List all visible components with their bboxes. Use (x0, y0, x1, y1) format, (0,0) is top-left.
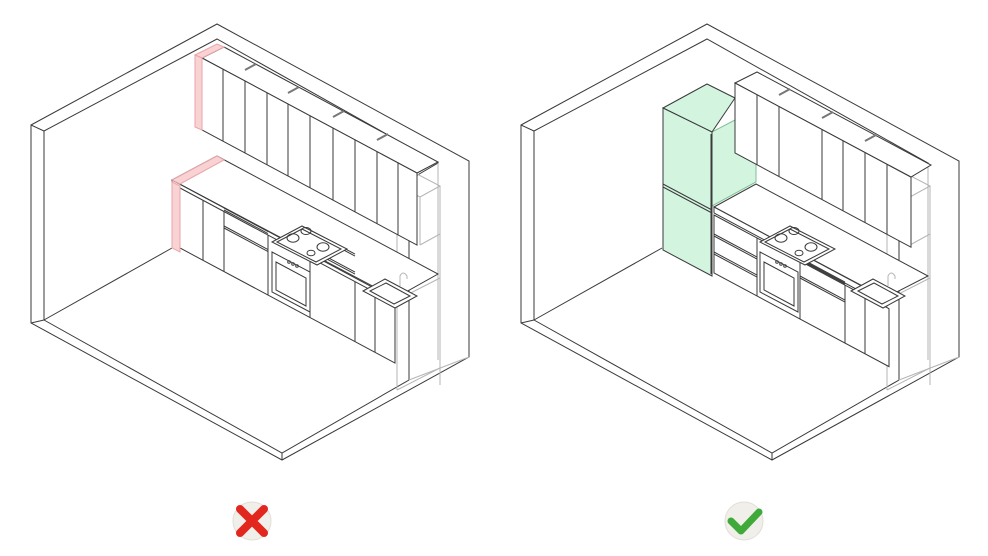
wasted-gap-highlight-upper (195, 55, 202, 130)
oven-knob-icon (291, 262, 295, 266)
burner-icon (805, 243, 817, 251)
wasted-gap-highlight-counter (172, 156, 224, 184)
side-column-edge (420, 234, 440, 245)
burner-icon (301, 228, 311, 235)
burner-icon (775, 234, 787, 242)
wall-top-left (31, 125, 44, 131)
burner-icon (789, 228, 799, 235)
side-column-edge (887, 368, 930, 390)
cabinet-top-joint (822, 112, 833, 118)
drawer-handle (714, 236, 757, 259)
cabinet-top-joint (377, 134, 388, 140)
side-column-edge (397, 368, 440, 390)
sink (851, 279, 905, 308)
oven-knob-icon (783, 264, 787, 268)
red-cross-icon (232, 501, 272, 541)
oven-knob-icon (287, 260, 291, 264)
drawer-handle (714, 254, 757, 277)
refrigerator (663, 108, 712, 276)
floor-back-edge (44, 248, 172, 320)
cabinet-top-joint (865, 135, 876, 141)
faucet-icon (400, 273, 407, 286)
oven-door (764, 262, 794, 306)
correct-kitchen-layout (521, 24, 959, 460)
oven (760, 252, 798, 312)
faucet-icon (888, 273, 895, 286)
cabinet-top-joint (288, 87, 299, 93)
burner-icon (307, 250, 315, 256)
wasted-gap-highlight-base (172, 182, 180, 252)
fridge-door-split (663, 187, 712, 213)
cabinet-top-joint (779, 89, 790, 95)
burner-icon (795, 250, 803, 256)
drawer-handle (224, 210, 268, 234)
drawer-handle (800, 278, 845, 302)
burner-icon (317, 243, 329, 251)
fridge-door-split (663, 184, 712, 210)
oven-door (276, 262, 306, 306)
drawer-handle (714, 234, 757, 257)
drawer-handle (800, 276, 845, 300)
cabinet-top-joint (245, 64, 256, 70)
wall-top-left (521, 125, 534, 131)
wall-bottom-left (521, 320, 534, 323)
cabinet-top-joint (333, 111, 344, 117)
side-column-edge (910, 234, 930, 245)
drawer-handle (714, 252, 757, 275)
drawer-handle (224, 228, 268, 252)
drawer-handle (224, 208, 268, 232)
drawer-handle (224, 226, 268, 250)
incorrect-kitchen-layout (31, 24, 469, 460)
wall-bottom-left (31, 320, 44, 323)
sink-basin (370, 283, 410, 304)
oven-knob-icon (295, 264, 299, 268)
green-check-icon (724, 501, 764, 541)
sink-basin (858, 283, 898, 304)
oven-knob-icon (775, 260, 779, 264)
sink (363, 279, 417, 308)
floor-back-edge (534, 248, 662, 320)
oven-knob-icon (779, 262, 783, 266)
oven (272, 252, 310, 312)
burner-icon (287, 234, 299, 242)
